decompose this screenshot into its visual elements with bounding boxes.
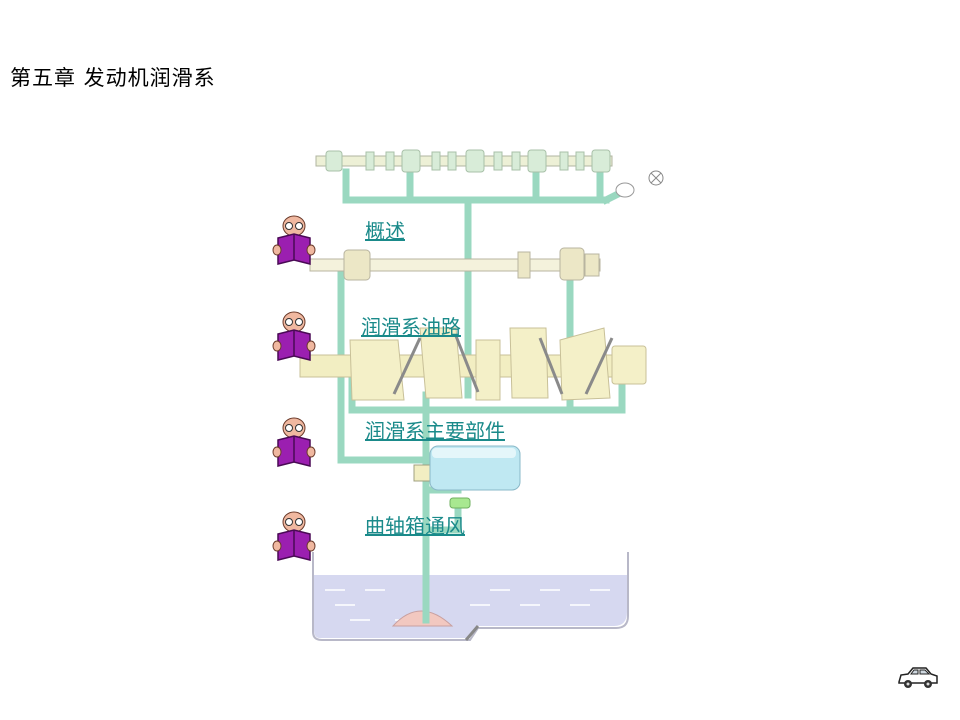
menu-icon-4[interactable] bbox=[272, 508, 316, 564]
menu-link-main-components[interactable]: 润滑系主要部件 bbox=[365, 419, 505, 443]
reading-person-icon bbox=[272, 215, 316, 265]
camshaft bbox=[315, 149, 664, 198]
menu-icon-1[interactable] bbox=[272, 212, 316, 268]
reading-person-icon bbox=[272, 311, 316, 361]
car-nav-button[interactable] bbox=[896, 664, 940, 692]
crankshaft bbox=[299, 327, 647, 401]
slide-title: 第五章 发动机润滑系 bbox=[10, 66, 216, 90]
menu-icon-3[interactable] bbox=[272, 414, 316, 470]
menu-link-overview[interactable]: 概述 bbox=[365, 219, 405, 243]
menu-icon-2[interactable] bbox=[272, 308, 316, 364]
menu-link-oil-circuit[interactable]: 润滑系油路 bbox=[361, 315, 461, 339]
oil-filter bbox=[413, 445, 521, 509]
car-icon bbox=[898, 667, 938, 688]
intermediate-shaft bbox=[309, 247, 601, 281]
menu-link-crankcase-ventilation[interactable]: 曲轴箱通风 bbox=[365, 514, 465, 538]
oil-sump bbox=[312, 552, 629, 641]
reading-person-icon bbox=[272, 511, 316, 561]
reading-person-icon bbox=[272, 417, 316, 467]
